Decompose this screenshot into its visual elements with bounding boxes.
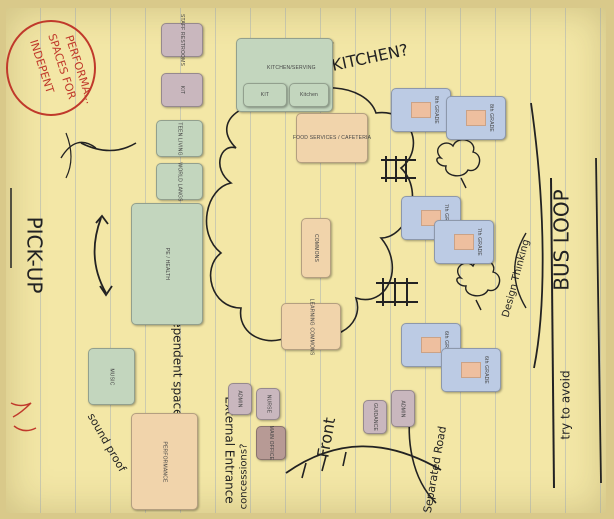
pick-up-label: PICK-UP: [22, 216, 47, 294]
commons-cloud-outline: [205, 87, 415, 342]
grade-7-card-b: 7th GRADE: [434, 220, 494, 264]
red-circle: [6, 20, 96, 116]
stairs-top: [381, 156, 416, 182]
performance-card: PERFORMANCE: [131, 413, 198, 510]
staff-restrooms-card: STAFF RESTROOMS: [161, 14, 203, 66]
grade-6-card-b: 6th GRADE: [441, 348, 501, 392]
music-card: MUSIC: [88, 348, 135, 405]
stairs-bottom: [376, 278, 418, 306]
small-office-card: ADMIN: [228, 383, 252, 415]
kitchen-small-card-2: Kitchen: [289, 83, 329, 107]
small-room-card: KIT: [161, 73, 203, 107]
grade-8-card-a: 8th GRADE: [391, 88, 451, 132]
pe-health-card: PE / HEALTH: [131, 203, 203, 325]
sketch-ink: [6, 20, 602, 504]
learning-commons-card: LEARNING COMMONS: [281, 298, 341, 355]
world-langs-card: WORLD LANGS: [156, 162, 203, 201]
notebook-paper: INDEPENT SPACES FOR PERFORMA... KITCHEN?…: [6, 8, 606, 513]
small-office-card: ADMIN: [391, 390, 415, 427]
teen-living-card: TEEN LIVING: [156, 120, 203, 157]
kitchen-small-card-1: KIT: [243, 83, 287, 107]
commons-card: COMMONS: [301, 218, 331, 278]
bus-loop-label: BUS LOOP: [549, 189, 574, 291]
small-office-card: NURSE: [256, 388, 280, 420]
small-office-card: MAIN OFFICE: [256, 426, 286, 460]
tree-icon: [456, 259, 501, 311]
kitchen-area-card: KITCHEN/SERVING KIT Kitchen: [236, 38, 333, 112]
try-to-avoid-label: try to avoid: [558, 370, 573, 440]
small-office-card: GUIDANCE: [363, 400, 387, 434]
concessions-label: concessions?: [238, 443, 250, 510]
food-services-card: FOOD SERVICES / CAFETERIA: [293, 113, 371, 163]
tree-icon: [436, 139, 481, 189]
grade-8-card-b: 8th GRADE: [446, 96, 506, 140]
